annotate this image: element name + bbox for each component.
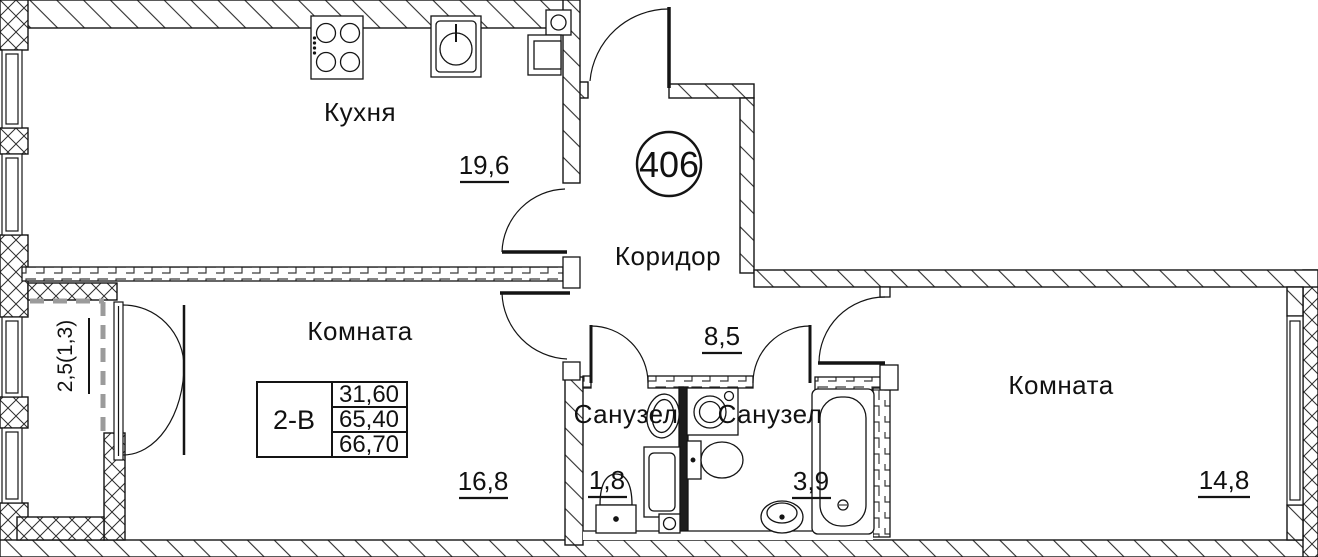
wall-top	[0, 0, 578, 29]
kitchen-sink-icon	[430, 15, 482, 78]
partitions	[21, 256, 899, 540]
balcony-door-frame	[113, 301, 124, 461]
washing-machine-icon	[686, 387, 739, 436]
room-label-bath-right: Санузел	[718, 399, 823, 429]
apartment-number: 406	[639, 144, 699, 185]
windows	[1, 49, 1304, 506]
unit-area-no-balcony: 65,40	[339, 406, 399, 433]
kitchen-cabinet-icon	[527, 34, 562, 76]
window-balcony-2	[1, 427, 23, 504]
area-kitchen: 19,6	[459, 150, 510, 180]
bath-right-sink-icon	[760, 500, 804, 534]
window-kitchen-1	[1, 49, 23, 129]
partition-kitchen-room	[21, 266, 564, 282]
room-label-corridor: Коридор	[615, 241, 721, 271]
balcony-glazing	[30, 298, 106, 433]
area-room-left: 16,8	[458, 466, 509, 496]
wall-left-pier	[0, 127, 29, 155]
window-balcony-1	[1, 316, 23, 398]
door-bath-right	[752, 325, 812, 384]
partition-bath-top-mid	[647, 375, 754, 389]
toilet-right-icon	[686, 440, 744, 480]
unit-type: 2-В	[273, 405, 315, 435]
door-stop-block	[879, 364, 899, 391]
boiler-icon	[545, 9, 572, 36]
door-stop-block	[562, 256, 581, 289]
room-label-kitchen: Кухня	[324, 97, 396, 127]
wall-window-pier	[1286, 504, 1304, 541]
wall-bathtub-east	[872, 387, 891, 538]
drain-box-icon	[658, 513, 681, 534]
door-room-left	[500, 291, 570, 360]
door-room-right	[818, 296, 886, 365]
wall-left-pier	[0, 396, 29, 429]
wall-left-pier	[0, 0, 29, 51]
wall-corridor-right	[739, 97, 755, 274]
area-corridor: 8,5	[704, 321, 740, 351]
doors	[122, 7, 886, 456]
wall-right	[1302, 269, 1318, 557]
apartment-number-badge: 406	[635, 130, 703, 198]
bath-left-sink-icon	[646, 393, 680, 439]
door-stop-block	[562, 361, 581, 381]
wall-bottom	[0, 539, 1318, 557]
wall-entry-top	[668, 83, 755, 99]
window-kitchen-2	[1, 153, 23, 236]
room-label-room-left: Комната	[307, 316, 412, 346]
bath-sill	[583, 531, 873, 540]
unit-area-living: 31,60	[339, 381, 399, 408]
wall-rooms-top	[753, 269, 1318, 288]
unit-table: 2-В 31,60 65,40 66,70	[256, 381, 408, 458]
wall-balcony-bottom	[16, 516, 105, 541]
area-balcony: 2,5(1,3)	[54, 320, 77, 392]
unit-area-total: 66,70	[339, 431, 399, 458]
labels: 406 Кухня 19,6 Коридор 8,5 Комната 16,8 …	[54, 97, 1250, 500]
wall-kitchen-right	[562, 0, 581, 184]
door-entrance	[589, 7, 671, 88]
window-room-right	[1286, 315, 1304, 506]
door-bath-left	[589, 325, 649, 384]
wall-balcony-top	[27, 282, 118, 301]
area-room-right: 14,8	[1199, 465, 1250, 495]
room-label-bath-left: Санузел	[574, 399, 679, 429]
door-stop-block	[879, 286, 891, 298]
shower-tray-icon	[643, 446, 681, 518]
wall-window-pier	[1286, 286, 1304, 317]
area-bath-right: 3,9	[793, 466, 829, 496]
room-label-room-right: Комната	[1008, 370, 1113, 400]
door-balcony-french	[122, 304, 186, 456]
door-kitchen	[501, 188, 567, 254]
stove-icon	[310, 15, 364, 80]
area-bath-left: 1,8	[589, 465, 625, 495]
